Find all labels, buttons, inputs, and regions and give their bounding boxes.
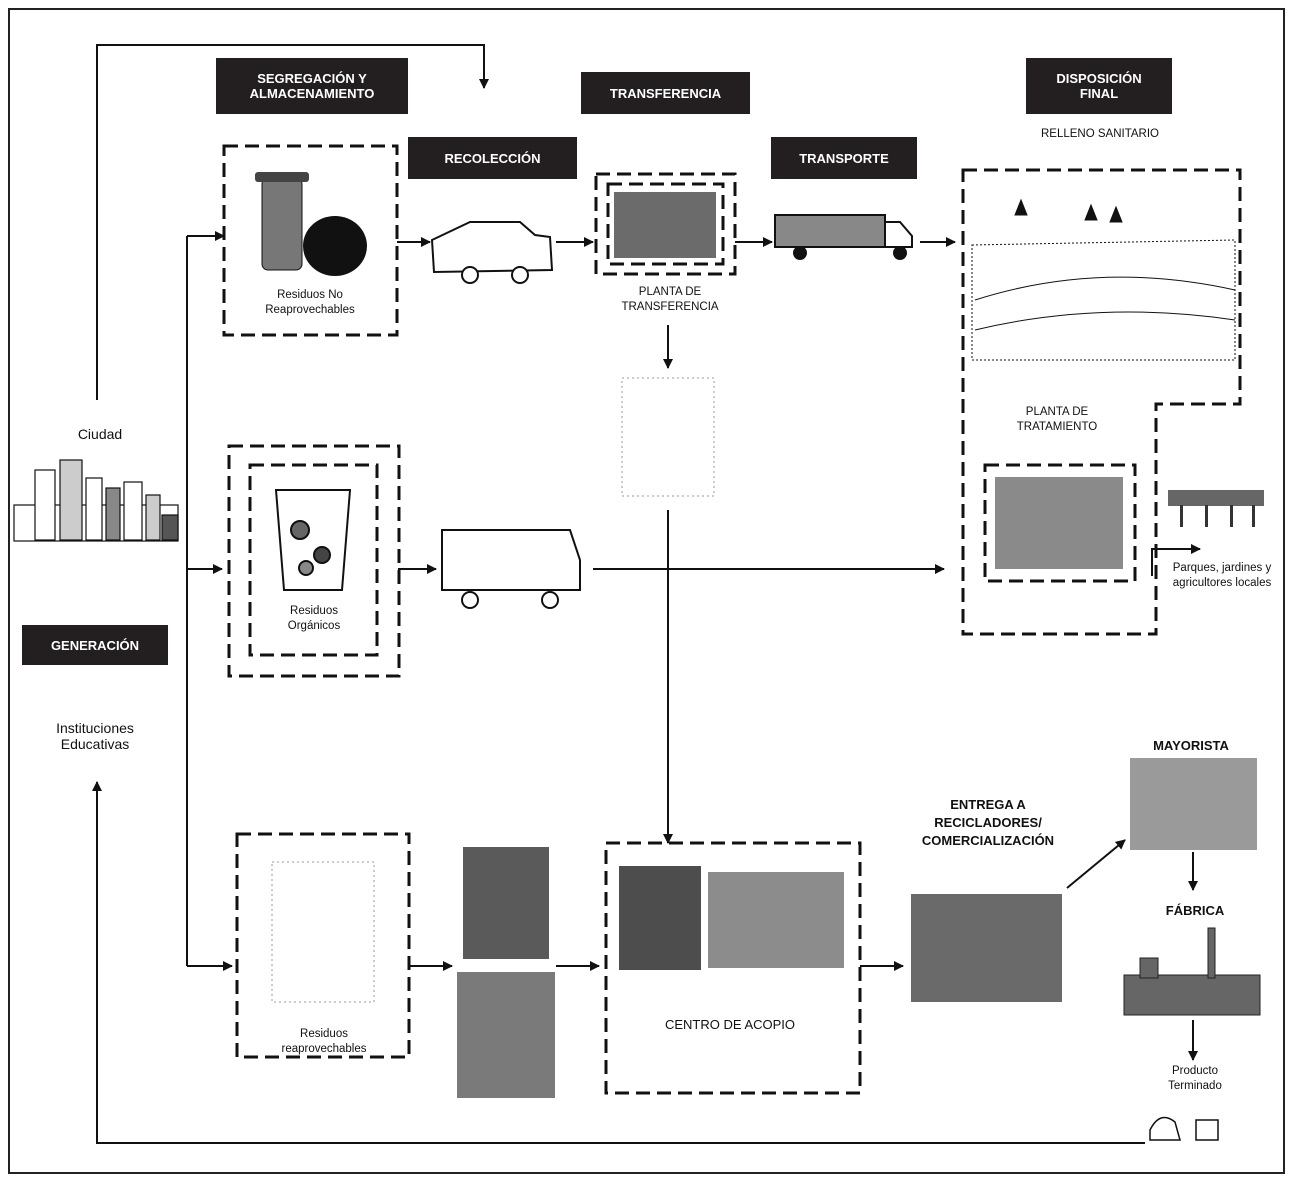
transferencia-inner-box [606, 182, 725, 266]
mayorista-photo [1130, 758, 1257, 850]
tratamiento-box [983, 463, 1137, 583]
label-instituciones: Instituciones Educativas [56, 720, 134, 752]
trash-can-illustration [255, 172, 367, 276]
factory-illustration [1123, 927, 1261, 1016]
label-ciudad: Ciudad [77, 426, 123, 442]
transport-truck [774, 214, 913, 260]
recycled-pile-image [621, 377, 715, 497]
diagram-frame [8, 8, 1285, 1174]
reaprovechables-box [235, 832, 411, 1059]
sorting-photo-1 [463, 847, 549, 959]
label-entrega: ENTREGA A RECICLADORES/ COMERCIALIZACIÓN [921, 797, 1055, 848]
label-fabrica: FÁBRICA [1165, 903, 1225, 918]
sorting-photo-2 [457, 972, 555, 1098]
transfer-plant-photo [614, 192, 716, 258]
city-illustration [13, 459, 179, 542]
tricycle-photo [911, 894, 1062, 1002]
label-producto: Producto Terminado [1168, 1065, 1222, 1092]
treatment-plant-photo [995, 477, 1123, 569]
garbage-truck-1 [430, 221, 554, 284]
acopio-box [604, 841, 862, 1095]
organicos-outer-box [227, 444, 401, 678]
label-parques: Parques, jardines y agricultores locales [1172, 562, 1272, 589]
organic-truck [441, 529, 581, 609]
header-recoleccion: RECOLECCIÓN [408, 137, 577, 179]
header-generacion: GENERACIÓN [22, 625, 168, 665]
landfill-illustration [971, 198, 1236, 361]
label-residuos-reap: Residuos reaprovechables [281, 1028, 367, 1055]
label-planta-transferencia: PLANTA DE TRANSFERENCIA [621, 286, 719, 313]
bottom-loop-arrow [92, 781, 1145, 1144]
trees-illustration [1168, 490, 1264, 527]
top-loop-arrow [96, 44, 489, 400]
header-segregacion: SEGREGACIÓN Y ALMACENAMIENTO [216, 58, 408, 114]
transferencia-outer-box [594, 172, 737, 276]
acopio-photo-2 [708, 872, 844, 968]
reaprovechables-image [271, 861, 375, 1003]
organic-bin-illustration [274, 489, 352, 591]
relleno-box [961, 168, 1242, 636]
organicos-inner-box [248, 463, 379, 657]
label-residuos-organicos: Residuos Orgánicos [287, 605, 341, 632]
no-reaprovechables-box [222, 144, 399, 337]
acopio-photo-1 [619, 866, 701, 970]
finished-products-icons [1149, 1116, 1219, 1141]
header-transporte: TRANSPORTE [771, 137, 917, 179]
label-planta-tratamiento: PLANTA DE TRATAMIENTO [1016, 406, 1098, 433]
label-mayorista: MAYORISTA [1153, 738, 1229, 753]
label-relleno: RELLENO SANITARIO [1040, 128, 1159, 140]
label-residuos-no: Residuos No Reaprovechables [265, 289, 355, 316]
header-transferencia: TRANSFERENCIA [581, 72, 750, 114]
header-disposicion: DISPOSICIÓN FINAL [1026, 58, 1172, 114]
label-centro-acopio: CENTRO DE ACOPIO [664, 1017, 796, 1032]
